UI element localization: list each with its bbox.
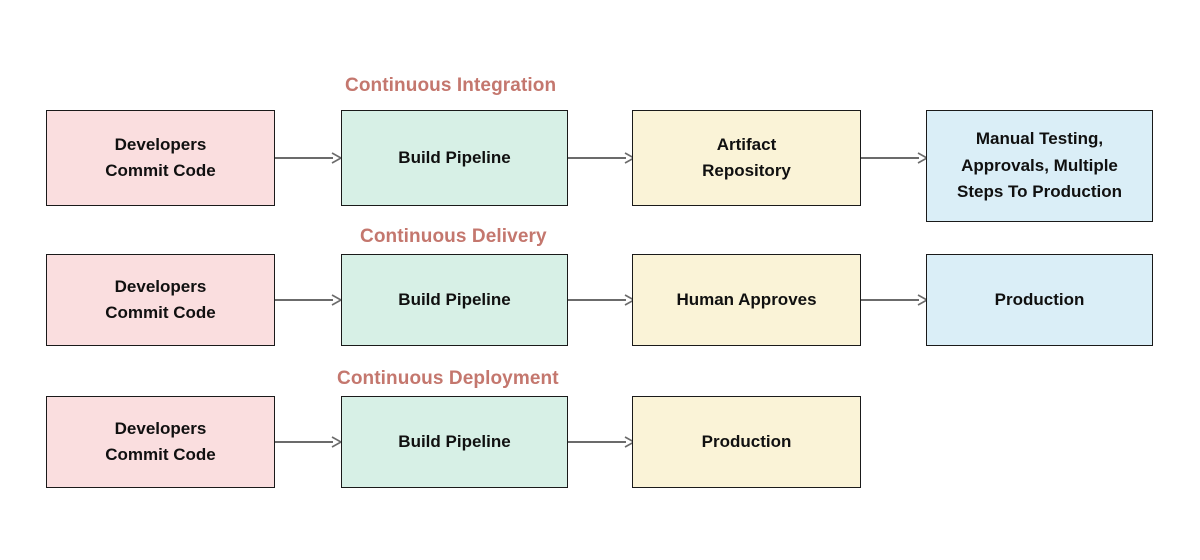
node-artifact-repository-ci: Artifact Repository [632, 110, 861, 206]
arrow-build-to-production-cdp [568, 436, 636, 448]
node-line-2: Commit Code [105, 445, 216, 464]
node-developers-commit-code-cd: Developers Commit Code [46, 254, 275, 346]
node-build-pipeline-cdp: Build Pipeline [341, 396, 568, 488]
node-line-2: Repository [702, 161, 791, 180]
arrow-artifact-to-manual-ci [861, 152, 929, 164]
node-developers-commit-code-ci: Developers Commit Code [46, 110, 275, 206]
node-line-1: Developers [114, 276, 207, 296]
node-text: Production [701, 431, 792, 451]
row-label-continuous-integration: Continuous Integration [345, 75, 557, 96]
node-text: Developers Commit Code [53, 132, 268, 185]
node-line-1: Developers [114, 134, 207, 154]
node-human-approves-cd: Human Approves [632, 254, 861, 346]
arrow-commit-to-build-cdp [275, 436, 343, 448]
node-text: Manual Testing, Approvals, Multiple Step… [933, 126, 1146, 205]
node-developers-commit-code-cdp: Developers Commit Code [46, 396, 275, 488]
node-text: Developers Commit Code [53, 274, 268, 327]
node-line-2: Approvals, Multiple [961, 155, 1118, 175]
node-text: Build Pipeline [398, 431, 511, 451]
node-production-cdp: Production [632, 396, 861, 488]
node-text: Artifact Repository [639, 132, 854, 185]
row-label-continuous-delivery: Continuous Delivery [360, 226, 547, 247]
node-build-pipeline-ci: Build Pipeline [341, 110, 568, 206]
arrow-build-to-artifact-ci [568, 152, 636, 164]
arrow-commit-to-build-ci [275, 152, 343, 164]
node-build-pipeline-cd: Build Pipeline [341, 254, 568, 346]
arrow-build-to-human-cd [568, 294, 636, 306]
node-manual-testing-approvals-ci: Manual Testing, Approvals, Multiple Step… [926, 110, 1153, 222]
arrow-human-to-production-cd [861, 294, 929, 306]
node-text: Build Pipeline [398, 289, 511, 309]
arrow-commit-to-build-cd [275, 294, 343, 306]
node-text: Production [994, 289, 1085, 309]
node-production-cd: Production [926, 254, 1153, 346]
node-text: Human Approves [676, 289, 817, 309]
node-line-1: Artifact [716, 134, 777, 154]
row-label-continuous-deployment: Continuous Deployment [337, 368, 559, 389]
node-line-1: Developers [114, 418, 207, 438]
node-text: Developers Commit Code [53, 416, 268, 469]
node-line-1: Manual Testing, [975, 129, 1104, 149]
node-text: Build Pipeline [398, 147, 511, 167]
node-line-2: Commit Code [105, 303, 216, 322]
node-line-3: Steps To Production [957, 182, 1122, 202]
node-line-2: Commit Code [105, 161, 216, 180]
